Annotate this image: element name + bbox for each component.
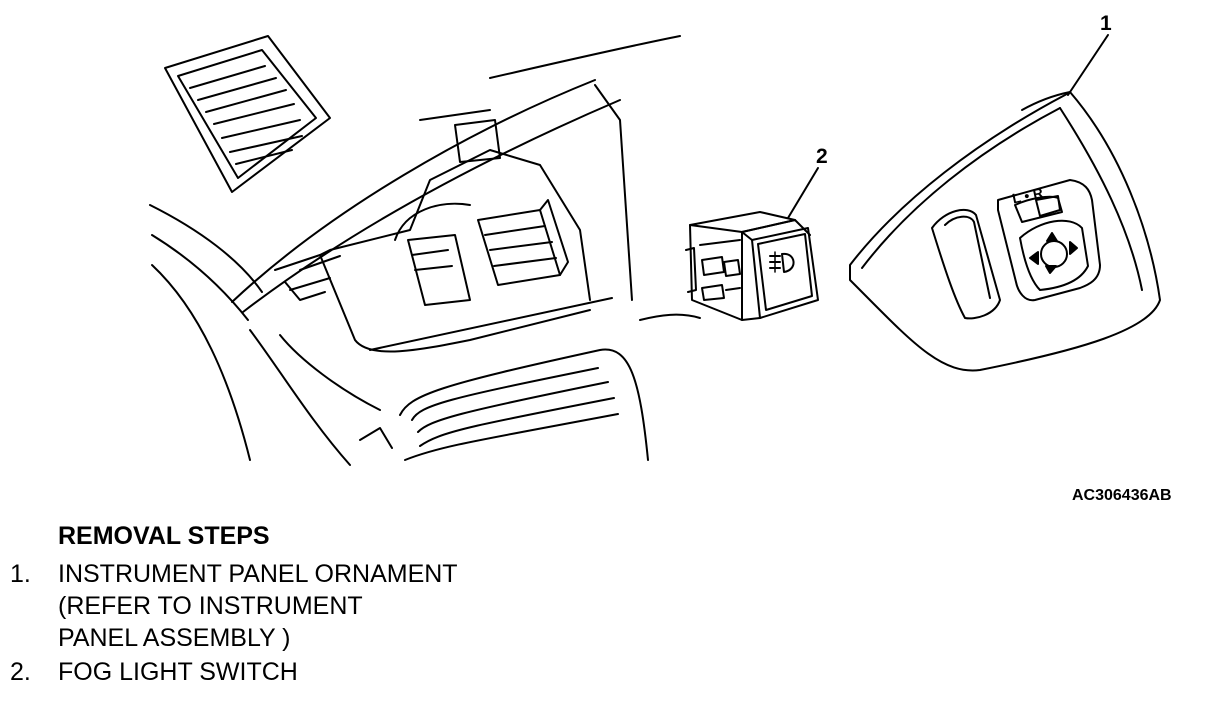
- step-text: FOG LIGHT SWITCH: [58, 658, 298, 686]
- leader-line-2: [787, 167, 819, 219]
- side-air-vent: [164, 35, 331, 193]
- callout-number-1: 1: [1100, 12, 1112, 35]
- step-text: INSTRUMENT PANEL ORNAMENT: [58, 560, 458, 588]
- step-number: 1.: [10, 560, 31, 588]
- exploded-view-diagram: 1 2 L • R: [149, 12, 1161, 466]
- leader-line-1: [1067, 34, 1109, 96]
- callout-number-2: 2: [816, 145, 828, 168]
- step-text: PANEL ASSEMBLY ): [58, 624, 291, 652]
- panel-opening: [274, 84, 633, 353]
- step-number: 2.: [10, 658, 31, 686]
- harness-connectors: [394, 199, 569, 306]
- center-air-vent: [359, 348, 649, 461]
- fog-light-switch: [685, 211, 819, 321]
- figure-code: AC306436AB: [1072, 487, 1172, 504]
- instrument-panel-ornament: [849, 91, 1161, 372]
- step-text: (REFER TO INSTRUMENT: [58, 592, 363, 620]
- removal-steps-title: REMOVAL STEPS: [58, 522, 270, 550]
- mirror-switch-lr-label: L • R: [1011, 184, 1045, 206]
- connector-wire: [639, 313, 701, 321]
- dashboard-outline: [149, 35, 681, 466]
